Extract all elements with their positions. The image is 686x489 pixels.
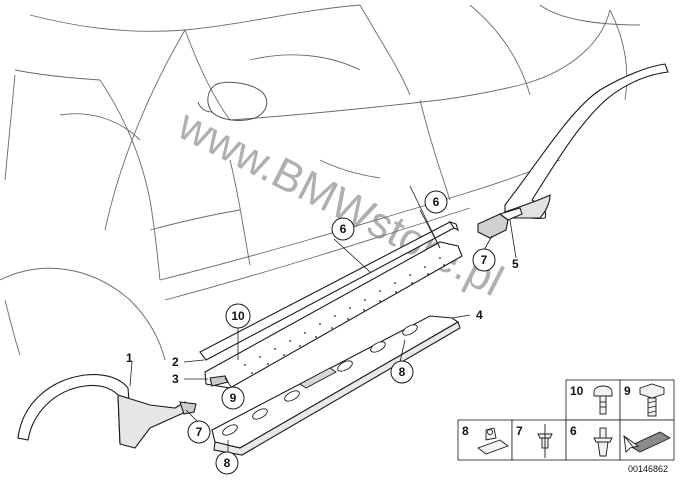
callout-part-6a: 6 bbox=[340, 222, 347, 236]
sill-upper-trim-strip bbox=[199, 220, 459, 361]
callout-part-2: 2 bbox=[172, 355, 179, 369]
callout-circle-6b bbox=[424, 190, 448, 214]
callout-part-5: 5 bbox=[512, 257, 519, 271]
callout-part-1: 1 bbox=[126, 351, 133, 365]
callout-part-10: 10 bbox=[231, 309, 245, 323]
carrier-perforation-pattern bbox=[244, 257, 445, 374]
callout-part-8b: 8 bbox=[224, 456, 231, 470]
legend-box-7 bbox=[511, 419, 567, 461]
legend-number-7: 7 bbox=[516, 424, 523, 438]
side-mirror bbox=[197, 81, 268, 121]
callout-circle-8a bbox=[390, 360, 414, 384]
cover-clip-mounts bbox=[222, 324, 418, 436]
watermark: www.BMWstore.pl bbox=[170, 100, 511, 306]
parts-legend: 10 9 8 7 6 bbox=[457, 379, 675, 474]
callout-part-3: 3 bbox=[172, 372, 179, 386]
callout-circle-9 bbox=[221, 386, 245, 410]
callout-part-6b: 6 bbox=[433, 195, 440, 209]
car-body-outline bbox=[0, 4, 641, 361]
leader-lines bbox=[129, 185, 517, 452]
callout-circle-7a bbox=[472, 248, 496, 272]
blind-rivet-icon bbox=[537, 424, 553, 458]
sill-carrier-panel bbox=[204, 241, 463, 389]
callout-circle-8b bbox=[215, 451, 239, 475]
callout-part-7b: 7 bbox=[196, 425, 203, 439]
callout-part-8a: 8 bbox=[399, 365, 406, 379]
legend-number-9: 9 bbox=[624, 384, 631, 398]
legend-number-6: 6 bbox=[570, 424, 577, 438]
callout-circle-7b bbox=[187, 420, 211, 444]
front-wheel-arch-trim bbox=[17, 374, 197, 449]
callout-circle-10 bbox=[225, 303, 251, 329]
legend-number-8: 8 bbox=[462, 424, 469, 438]
diagram-number: 00146862 bbox=[628, 464, 668, 474]
callouts: 1 2 3 4 5 6 6 7 7 8 8 9 10 bbox=[126, 190, 519, 475]
clip-holder-icon bbox=[477, 427, 509, 455]
callout-part-9: 9 bbox=[230, 391, 237, 405]
hex-bolt-icon bbox=[639, 383, 665, 417]
sill-outer-cover bbox=[211, 315, 461, 456]
legend-box-10 bbox=[565, 379, 621, 421]
callout-part-7a: 7 bbox=[481, 253, 488, 267]
callout-circle-6a bbox=[331, 217, 355, 241]
rear-wheel-arch-trim bbox=[477, 63, 669, 239]
mushroom-clip-icon bbox=[593, 385, 613, 415]
callout-part-4: 4 bbox=[476, 308, 483, 322]
expansion-rivet-icon bbox=[593, 427, 613, 457]
arrow-tape-icon bbox=[623, 431, 671, 453]
legend-number-10: 10 bbox=[570, 384, 584, 398]
